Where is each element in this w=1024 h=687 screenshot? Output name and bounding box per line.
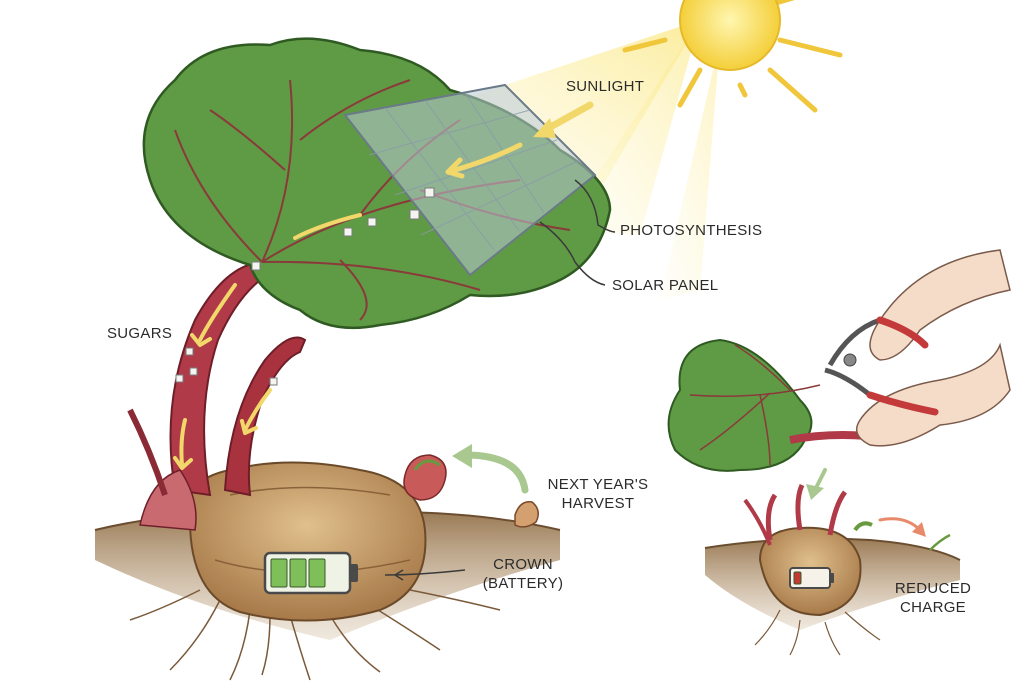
battery-charge-bar [289,558,307,588]
roots-main [129,589,501,681]
label-next-years-line1: NEXT YEAR'S [547,476,649,493]
label-solar-panel: SOLAR PANEL [612,277,719,294]
hands-with-pruners [824,249,1011,447]
stalks [127,260,307,531]
label-sugars: SUGARS [107,325,173,342]
battery-charge-bar [308,558,326,588]
label-reduced-line1: REDUCED [894,580,972,597]
battery-main-icon [263,551,358,595]
label-crown-line2: (BATTERY) [482,575,564,592]
down-arrow [806,468,827,500]
next-year-arrow [452,444,529,494]
sugar-crystals [175,187,435,386]
battery-charge-bar [270,558,288,588]
label-crown-battery: CROWN (BATTERY) [468,555,578,593]
leader-lines [384,179,616,581]
label-crown-line1: CROWN [493,556,553,573]
cut-leaf [667,338,901,472]
reduced-charge-arrow [878,517,951,551]
crown-buds [403,454,539,528]
label-reduced-charge: REDUCED CHARGE [883,579,983,617]
label-reduced-line2: CHARGE [900,599,966,616]
label-next-years-line2: HARVEST [561,495,635,512]
battery-charge-bar [793,571,802,585]
battery-small-icon [789,567,834,589]
label-next-years-harvest: NEXT YEAR'S HARVEST [533,475,663,513]
label-sunlight: SUNLIGHT [566,78,645,95]
roots-small [754,609,881,656]
label-photosynthesis: PHOTOSYNTHESIS [620,222,763,239]
sun-icon [622,0,843,113]
sugar-flow-arrows [173,283,272,470]
sunlight-arrow [533,101,594,138]
solar-panel [293,83,597,277]
crown [187,461,427,622]
